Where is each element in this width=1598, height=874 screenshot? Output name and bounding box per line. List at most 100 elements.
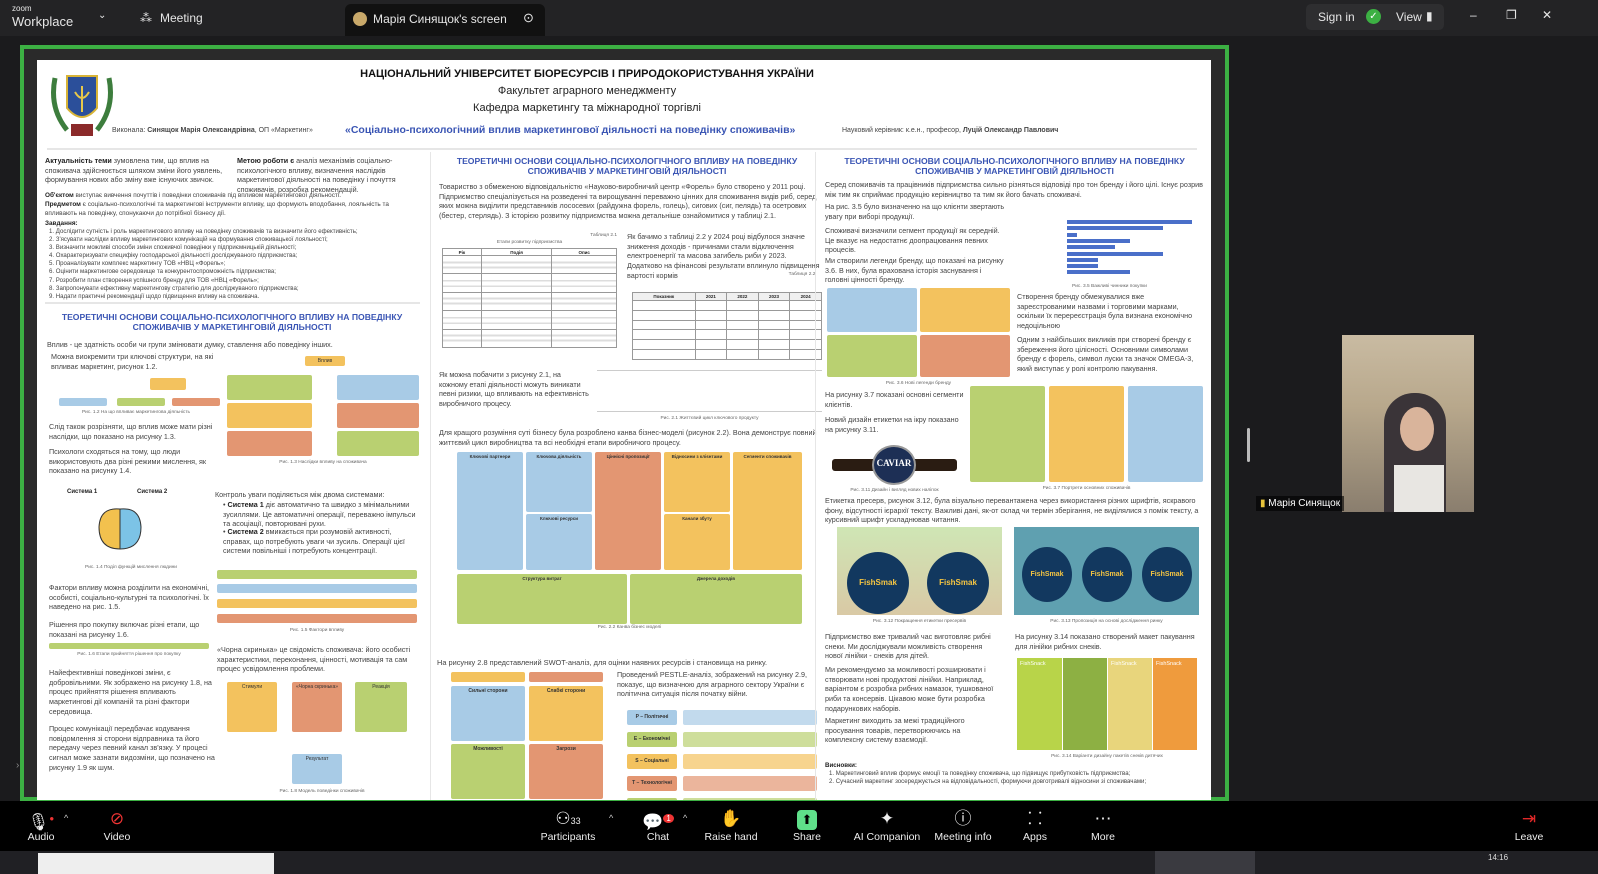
- swot-quadrant: Загрози: [529, 744, 603, 799]
- section-heading-2: ТЕОРЕТИЧНІ ОСНОВИ СОЦІАЛЬНО-ПСИХОЛОГІЧНО…: [456, 156, 798, 177]
- task-item: 4. Охарактеризувати специфіку господарсь…: [49, 252, 298, 260]
- table-cell: [757, 309, 791, 321]
- share-button[interactable]: ⬆Share: [772, 807, 842, 843]
- c1-text: Можна виокремити три ключові структури, …: [51, 352, 214, 371]
- apps-button[interactable]: ⸬Apps: [1000, 807, 1070, 843]
- poster-title: «Соціально-психологічний вплив маркетинг…: [345, 124, 796, 136]
- collapse-arrow-icon[interactable]: ›: [16, 760, 20, 771]
- chat-options-caret[interactable]: ^: [683, 813, 688, 823]
- c3-text: На рис. 3.5 було визначенно на що клієнт…: [825, 202, 1005, 221]
- hand-icon: ✋: [720, 809, 742, 828]
- participant-video[interactable]: [1342, 335, 1474, 512]
- table-cell: [551, 254, 617, 275]
- zoom-workplace-logo: Workplace: [12, 14, 74, 29]
- table-cell: [694, 300, 728, 311]
- shield-check-icon: ✓: [1366, 9, 1381, 24]
- close-button[interactable]: ✕: [1542, 8, 1553, 22]
- share-icon: ⬆: [772, 807, 842, 831]
- fig-3-13-caption: Рис. 3.13 Пропозиція на основі досліджен…: [1050, 619, 1163, 624]
- diagram-node: [227, 375, 312, 400]
- task-item: 2. З'ясувати наслідки впливу маркетингов…: [49, 236, 328, 244]
- c3-text: На рисунку 3.14 показано створений макет…: [1015, 632, 1195, 651]
- canvas-block: Сегменти споживачів: [733, 452, 802, 570]
- view-button[interactable]: View: [1396, 10, 1422, 24]
- purchase-stages: [49, 643, 209, 649]
- diagram-node: [117, 398, 165, 406]
- table-cell: [442, 291, 482, 312]
- leave-button[interactable]: ⇥Leave: [1494, 807, 1564, 843]
- factor-row-social: [217, 599, 417, 608]
- taskbar-active-app[interactable]: [1155, 851, 1255, 874]
- participants-options-caret[interactable]: ^: [609, 813, 614, 823]
- zoom-logo-small: zoom: [12, 4, 32, 13]
- table-2-2-label: Таблиця 2.2: [788, 272, 816, 277]
- clock: 14:16: [1488, 853, 1509, 862]
- divider: [45, 302, 420, 304]
- signal-strength-icon: ▮: [1260, 498, 1266, 509]
- meeting-tab[interactable]: Meeting: [160, 11, 203, 25]
- fishsmak-logo: FishSmak: [1142, 547, 1192, 602]
- chart-bar: [1067, 226, 1164, 231]
- c2-text: Як можна побачити з рисунку 2.1, на кожн…: [439, 370, 589, 409]
- table-cell: [551, 273, 617, 293]
- tasks-list: 1. Дослідити сутність і роль маркетингов…: [49, 228, 424, 301]
- more-button[interactable]: ⋯More: [1068, 807, 1138, 843]
- table-cell: [632, 339, 696, 351]
- author-name: Синящок Марія Олександрівна: [147, 127, 255, 134]
- canvas-block: Структура витрат: [457, 574, 627, 624]
- chevron-down-icon[interactable]: ⌄: [98, 10, 107, 21]
- task-item: 3. Визначити можливі способи зміни спожи…: [49, 244, 297, 252]
- pestle-label: E – Екологічні: [627, 798, 677, 800]
- brand-legend-card: [920, 288, 1010, 332]
- maximize-button[interactable]: ❐: [1506, 8, 1517, 22]
- c3-text: Підприємство вже тривалий час виготовляє…: [825, 632, 991, 661]
- participants-icon: ⚇33: [555, 809, 581, 828]
- table-cell: [480, 328, 553, 349]
- table-cell: [694, 319, 728, 331]
- minimize-button[interactable]: –: [1470, 8, 1477, 22]
- table-header-cell: 2022: [726, 292, 759, 301]
- taskbar-search[interactable]: [38, 853, 274, 874]
- system-1-desc: • Система 1 діє автоматично та швидко з …: [223, 500, 416, 529]
- raise-hand-button[interactable]: ✋Raise hand: [696, 807, 766, 843]
- brand-legend-card: [920, 335, 1010, 377]
- fig-1-4-caption: Рис. 1.4 Поділ функцій мислення людини: [85, 565, 177, 570]
- table-row: [442, 254, 617, 275]
- table-row: [632, 309, 822, 321]
- table-cell: [757, 300, 791, 311]
- fishsmak-logo: FishSmak: [1022, 547, 1072, 602]
- table-row: [442, 328, 617, 349]
- chart-bar: [1067, 238, 1130, 243]
- supervisor-name: Луцій Олександр Павлович: [962, 127, 1059, 134]
- ai-companion-button[interactable]: ✦AI Companion: [843, 807, 931, 843]
- table-cell: [480, 291, 553, 312]
- more-options-icon[interactable]: ⊙: [523, 10, 534, 25]
- fishsnack-pack: FishSnack: [1108, 658, 1152, 750]
- apps-icon: ⸬: [1027, 809, 1043, 828]
- canvas-block: Джерела доходів: [630, 574, 802, 624]
- task-item: 7. Розробити план створення успішного бр…: [49, 276, 259, 284]
- table-cell: [694, 349, 728, 360]
- table-cell: [726, 300, 759, 311]
- c1-text: Фактори впливу можна розділити на економ…: [49, 583, 210, 612]
- resize-handle[interactable]: [1247, 428, 1250, 462]
- audio-options-caret[interactable]: ^: [64, 813, 69, 823]
- audio-button[interactable]: 🎙●Audio: [6, 807, 76, 843]
- fig-3-14-caption: Рис. 3.14 Варіанти дизайну пакетів снекі…: [1051, 754, 1163, 759]
- table-cell: [726, 329, 759, 341]
- table-row: [442, 310, 617, 330]
- fishsnack-pack: FishSnack: [1017, 658, 1062, 750]
- shared-screen-tab[interactable]: Марія Синящок's screen ⊙: [345, 4, 545, 36]
- sign-in-button[interactable]: Sign in: [1318, 10, 1355, 24]
- leave-icon: ⇥: [1521, 809, 1537, 828]
- table-cell: [789, 329, 822, 341]
- view-icon[interactable]: ▮: [1426, 9, 1433, 23]
- canvas-block: Ціннісні пропозиції: [595, 452, 661, 570]
- video-button[interactable]: ⊘Video: [82, 807, 152, 843]
- table-cell: [442, 328, 482, 349]
- fig-3-5-caption: Рис. 3.5 Важливі чинники покупки: [1072, 284, 1147, 289]
